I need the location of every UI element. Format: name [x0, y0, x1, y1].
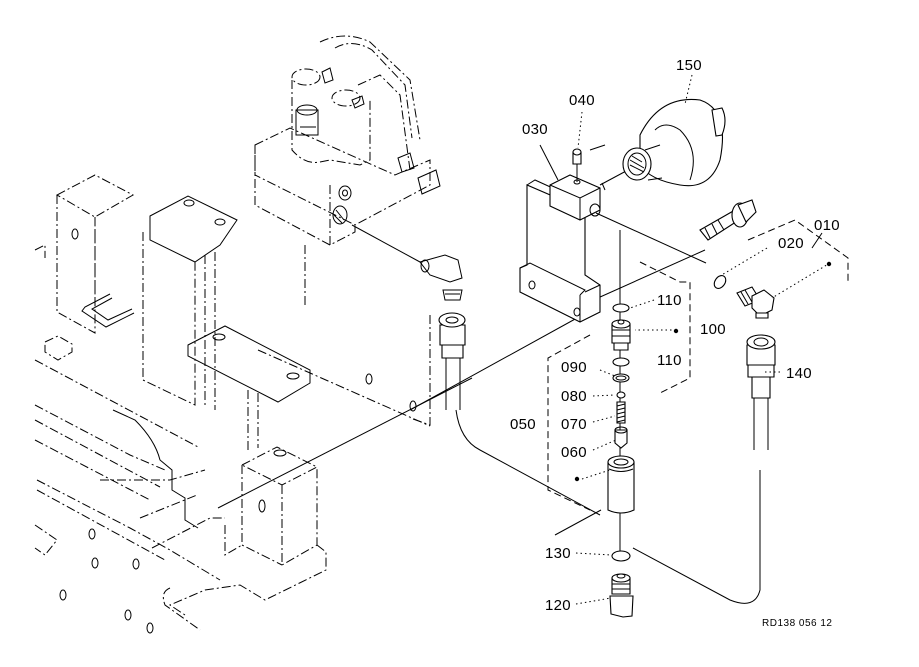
group-dot-010 — [826, 261, 832, 267]
callout-040: 040 — [569, 92, 595, 109]
washer-090 — [612, 373, 630, 383]
callout-130: 130 — [545, 545, 571, 562]
pin-040 — [572, 148, 582, 182]
callout-140: 140 — [786, 365, 812, 382]
callout-050: 050 — [510, 416, 536, 433]
o-ring-110-upper — [612, 303, 630, 313]
drawing-reference-code: RD138 056 12 — [762, 618, 833, 629]
callout-080: 080 — [561, 388, 587, 405]
body-050 — [607, 461, 635, 514]
elbow-fitting-010 — [736, 286, 775, 319]
o-ring-110-lower — [612, 357, 630, 367]
callout-150: 150 — [676, 57, 702, 74]
accumulator-150 — [622, 98, 726, 187]
solenoid-valve — [254, 35, 463, 301]
o-ring-130 — [611, 550, 631, 562]
hose-left — [438, 312, 466, 410]
fitting-upper-right — [699, 199, 757, 241]
valve-stack — [607, 303, 635, 514]
group-dot-050 — [574, 476, 580, 482]
bracket-030 — [519, 174, 606, 323]
callout-060: 060 — [561, 444, 587, 461]
callout-120: 120 — [545, 597, 571, 614]
callout-010: 010 — [814, 217, 840, 234]
hose-140 — [746, 334, 776, 450]
fitting-120 — [609, 573, 634, 618]
callout-110-upper: 110 — [657, 292, 682, 309]
callout-030: 030 — [522, 121, 548, 138]
callout-100: 100 — [700, 321, 726, 338]
callout-090: 090 — [561, 359, 587, 376]
leader-lines — [539, 74, 831, 605]
group-brackets — [547, 219, 849, 511]
callout-020: 020 — [778, 235, 804, 252]
callout-110-lower: 110 — [657, 352, 682, 369]
seat-080 — [616, 391, 626, 399]
callout-070: 070 — [561, 416, 587, 433]
group-dot-100 — [673, 328, 679, 334]
assembly-lines — [217, 144, 761, 604]
o-ring-020 — [713, 275, 727, 289]
machine-frame — [34, 174, 431, 634]
